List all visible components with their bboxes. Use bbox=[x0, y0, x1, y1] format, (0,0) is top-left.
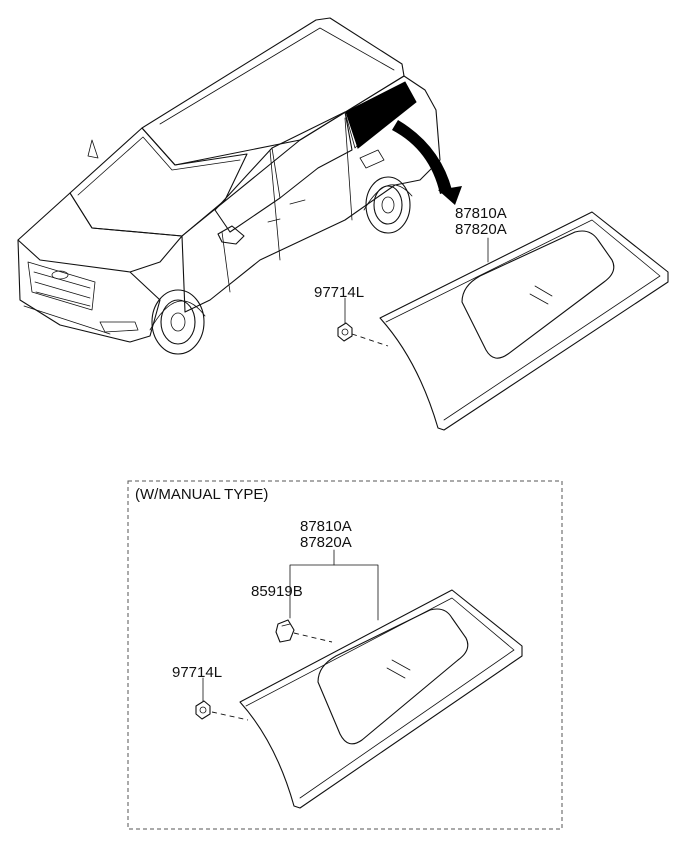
bottom-glass-part-number-1: 87810A bbox=[300, 518, 352, 535]
top-glass-part-number-2: 87820A bbox=[455, 221, 507, 238]
bottom-glass-part-number-2: 87820A bbox=[300, 534, 352, 551]
pointer-arrow bbox=[392, 120, 462, 205]
quarter-glass-top bbox=[379, 211, 669, 431]
grommet-nut-icon bbox=[337, 322, 353, 342]
clip-part-number: 85919B bbox=[251, 583, 303, 600]
quarter-glass-bottom bbox=[239, 589, 523, 809]
top-glass-part-number-1: 87810A bbox=[455, 205, 507, 222]
minivan-illustration bbox=[17, 17, 441, 355]
top-fastener-part-number: 97714L bbox=[314, 284, 364, 301]
option-box-title: (W/MANUAL TYPE) bbox=[135, 486, 268, 503]
rear-quarter-glass-highlight bbox=[345, 81, 417, 149]
option-box bbox=[127, 480, 563, 830]
grommet-nut-icon bbox=[195, 700, 211, 720]
bottom-fastener-part-number: 97714L bbox=[172, 664, 222, 681]
glass-clip-icon bbox=[275, 619, 295, 643]
